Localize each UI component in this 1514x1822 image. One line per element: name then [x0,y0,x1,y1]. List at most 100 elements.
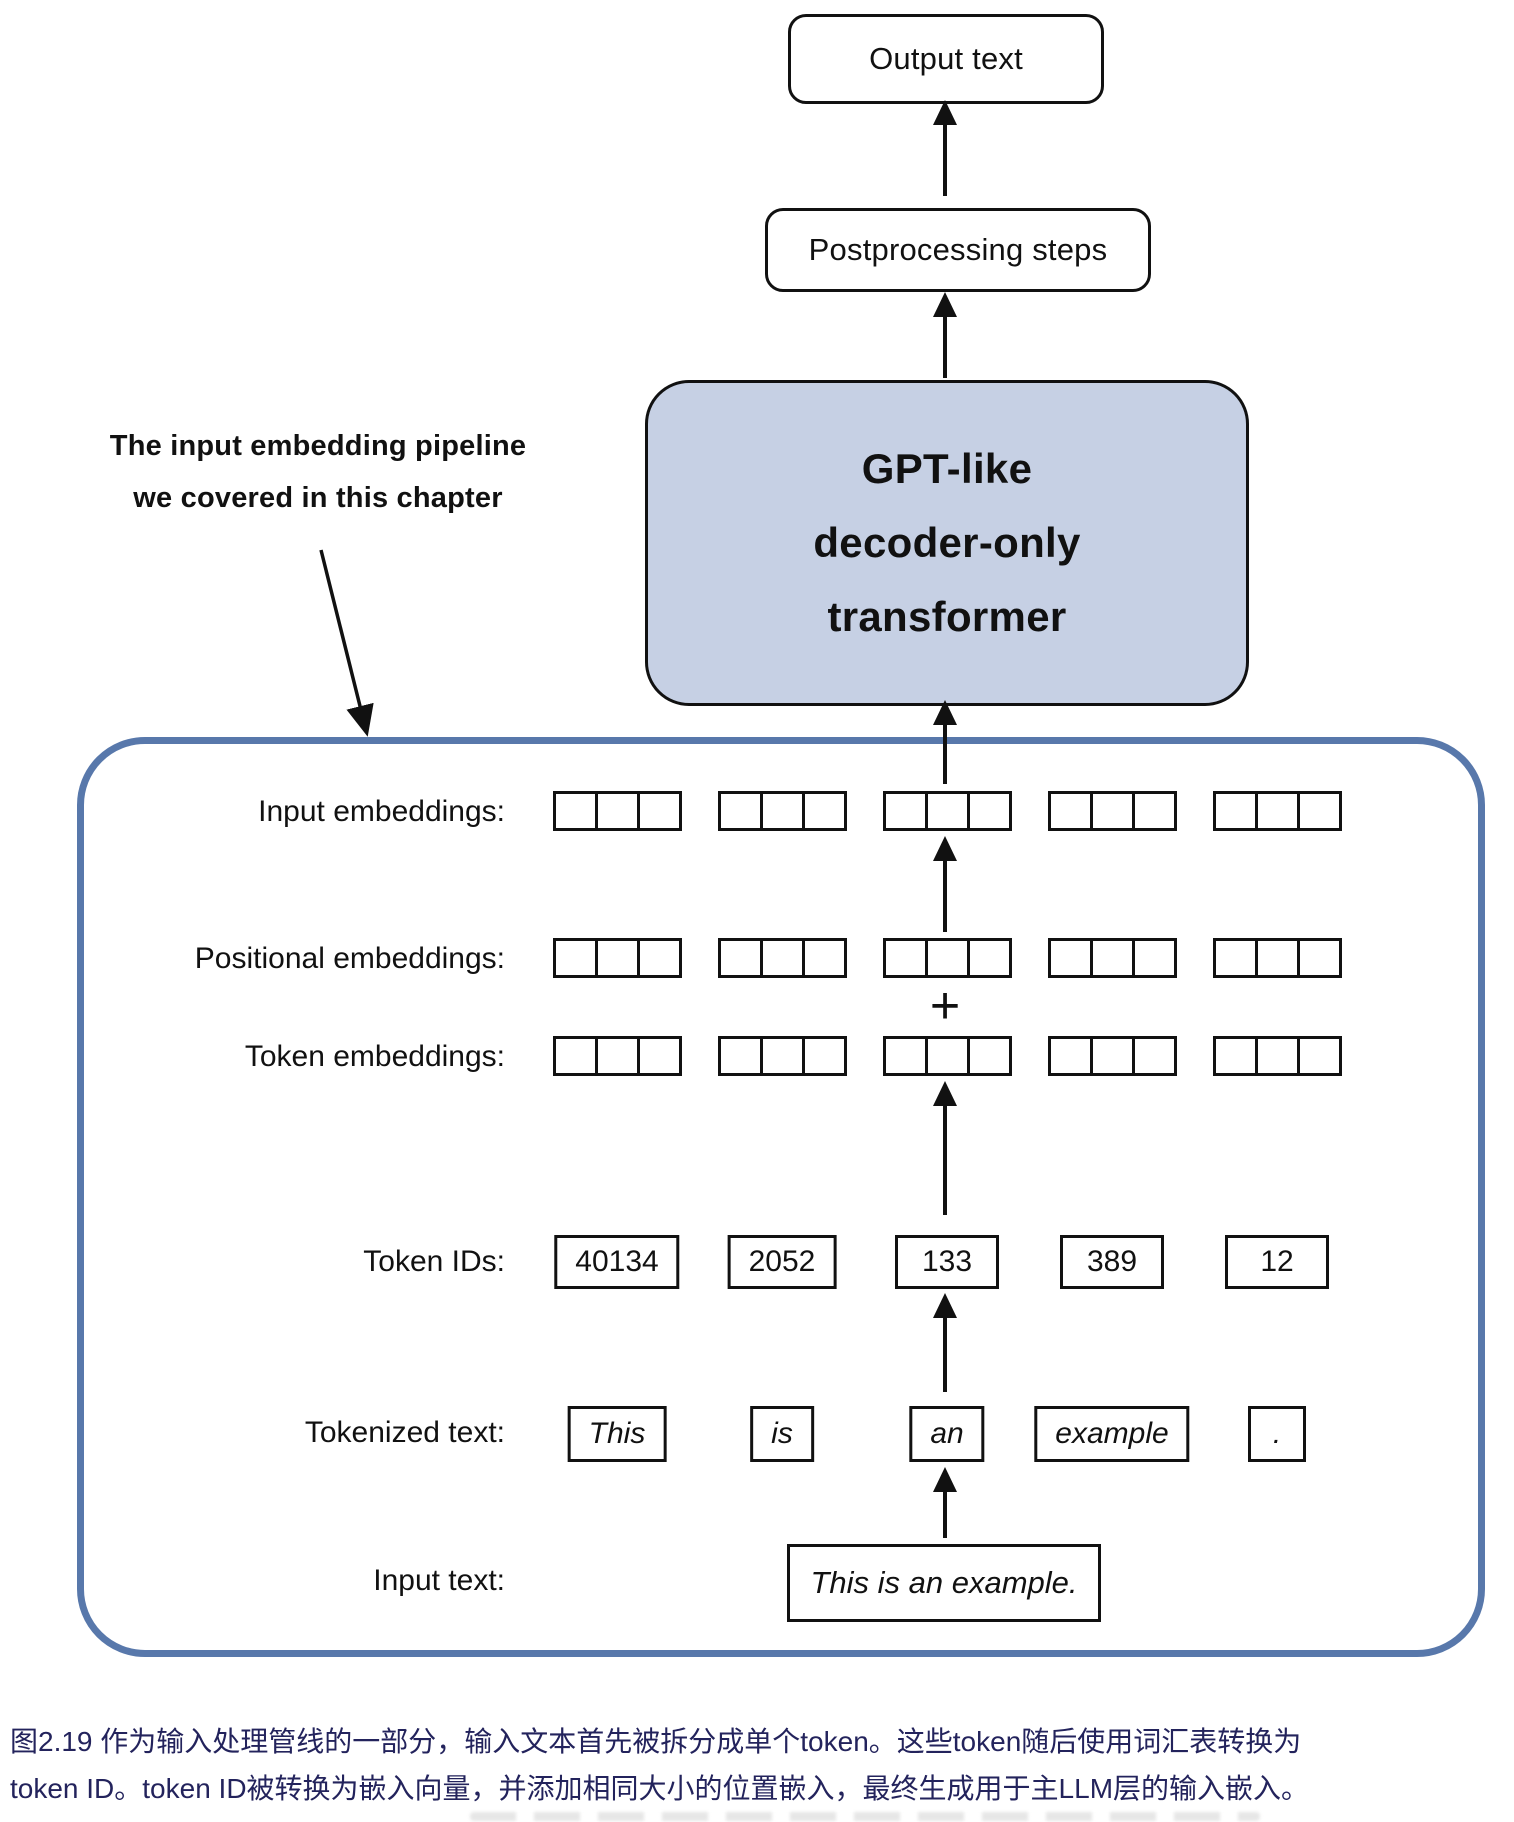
embedding-vector-group [1047,938,1177,978]
embedding-cell [1254,1036,1300,1076]
token-embeddings-squares [0,1036,1514,1076]
output-text-label: Output text [869,41,1023,76]
postprocessing-box: Postprocessing steps [765,208,1151,292]
embedding-cell [1212,938,1258,978]
tokenized-text-label: Tokenized text: [304,1416,505,1449]
embedding-cell [882,938,928,978]
annotation-text: The input embedding pipeline we covered … [88,420,548,524]
embedding-cell [924,938,970,978]
transformer-line-3: transformer [827,593,1067,640]
embedding-vector-group [1047,1036,1177,1076]
arrow-positional-to-input-head [933,836,957,861]
token-id-box: 40134 [554,1235,680,1289]
embedding-vector-group [717,791,847,831]
embedding-cell [1296,938,1342,978]
token-box: . [1248,1406,1306,1462]
annotation-line-2: we covered in this chapter [133,482,503,514]
embedding-cell [1047,1036,1093,1076]
output-text-box: Output text [788,14,1104,104]
token-ids-label: Token IDs: [363,1245,505,1278]
input-text-label: Input text: [373,1564,505,1597]
annotation-arrow [319,549,374,737]
embedding-cell [882,791,928,831]
embedding-cell [1254,938,1300,978]
embedding-cell [1089,938,1135,978]
embedding-cell [1131,791,1177,831]
embedding-cell [1131,1036,1177,1076]
embedding-vector-group [717,938,847,978]
arrow-text-to-tokens-head [933,1467,957,1492]
embedding-cell [636,791,682,831]
embedding-cell [1089,791,1135,831]
embedding-cell [636,1036,682,1076]
token-id-box: 2052 [727,1235,837,1289]
arrow-post-to-output-line [943,123,947,196]
transformer-box: GPT-like decoder-only transformer [645,380,1249,706]
embedding-cell [594,938,640,978]
caption-line-2: token ID。token ID被转换为嵌入向量，并添加相同大小的位置嵌入，最… [10,1773,1310,1804]
embedding-cell [882,1036,928,1076]
token-box: is [750,1406,814,1462]
arrow-pipeline-to-gpt-head [933,700,957,725]
embedding-cell [759,791,805,831]
embedding-cell [801,938,847,978]
token-id-box: 12 [1225,1235,1329,1289]
positional-embeddings-squares [0,938,1514,978]
arrow-ids-to-embeddings-head [933,1081,957,1106]
input-embedding-pipeline-container [77,737,1485,1657]
arrow-positional-to-input-line [943,859,947,932]
embedding-vector-group [882,791,1012,831]
arrow-post-to-output-head [933,100,957,125]
embedding-cell [552,791,598,831]
token-embeddings-label: Token embeddings: [244,1040,505,1073]
embedding-cell [966,791,1012,831]
embedding-cell [1212,791,1258,831]
embedding-cell [966,938,1012,978]
postprocessing-label: Postprocessing steps [808,232,1108,267]
embedding-cell [924,1036,970,1076]
embedding-cell [759,1036,805,1076]
token-box: This [567,1406,667,1462]
embedding-cell [966,1036,1012,1076]
embedding-cell [717,791,763,831]
embedding-vector-group [1212,1036,1342,1076]
arrow-gpt-to-post-line [943,315,947,378]
embedding-cell [1047,938,1093,978]
embedding-cell [594,1036,640,1076]
arrow-gpt-to-post-head [933,292,957,317]
embedding-cell [759,938,805,978]
embedding-vector-group [882,938,1012,978]
cropped-text-artifact [470,1812,1260,1821]
embedding-cell [1131,938,1177,978]
arrow-pipeline-to-gpt-line [943,723,947,784]
caption-line-1: 图2.19 作为输入处理管线的一部分，输入文本首先被拆分成单个token。这些t… [10,1726,1302,1757]
input-embeddings-squares [0,791,1514,831]
input-text-box: This is an example. [787,1544,1101,1622]
input-text-value: This is an example. [810,1565,1078,1600]
embedding-cell [801,791,847,831]
embedding-vector-group [552,938,682,978]
annotation-line-1: The input embedding pipeline [109,430,527,462]
input-embeddings-label: Input embeddings: [258,795,505,828]
embedding-vector-group [882,1036,1012,1076]
embedding-cell [801,1036,847,1076]
embedding-vector-group [1212,791,1342,831]
embedding-cell [1296,791,1342,831]
plus-sign: + [929,977,961,1035]
positional-embeddings-label: Positional embeddings: [194,942,505,975]
arrow-ids-to-embeddings-line [943,1104,947,1215]
transformer-line-1: GPT-like [861,445,1033,492]
arrow-tokens-to-ids-head [933,1293,957,1318]
embedding-cell [636,938,682,978]
embedding-cell [594,791,640,831]
embedding-vector-group [1047,791,1177,831]
token-id-box: 389 [1060,1235,1164,1289]
embedding-cell [1296,1036,1342,1076]
embedding-cell [717,1036,763,1076]
embedding-cell [552,938,598,978]
embedding-vector-group [1212,938,1342,978]
embedding-cell [1254,791,1300,831]
